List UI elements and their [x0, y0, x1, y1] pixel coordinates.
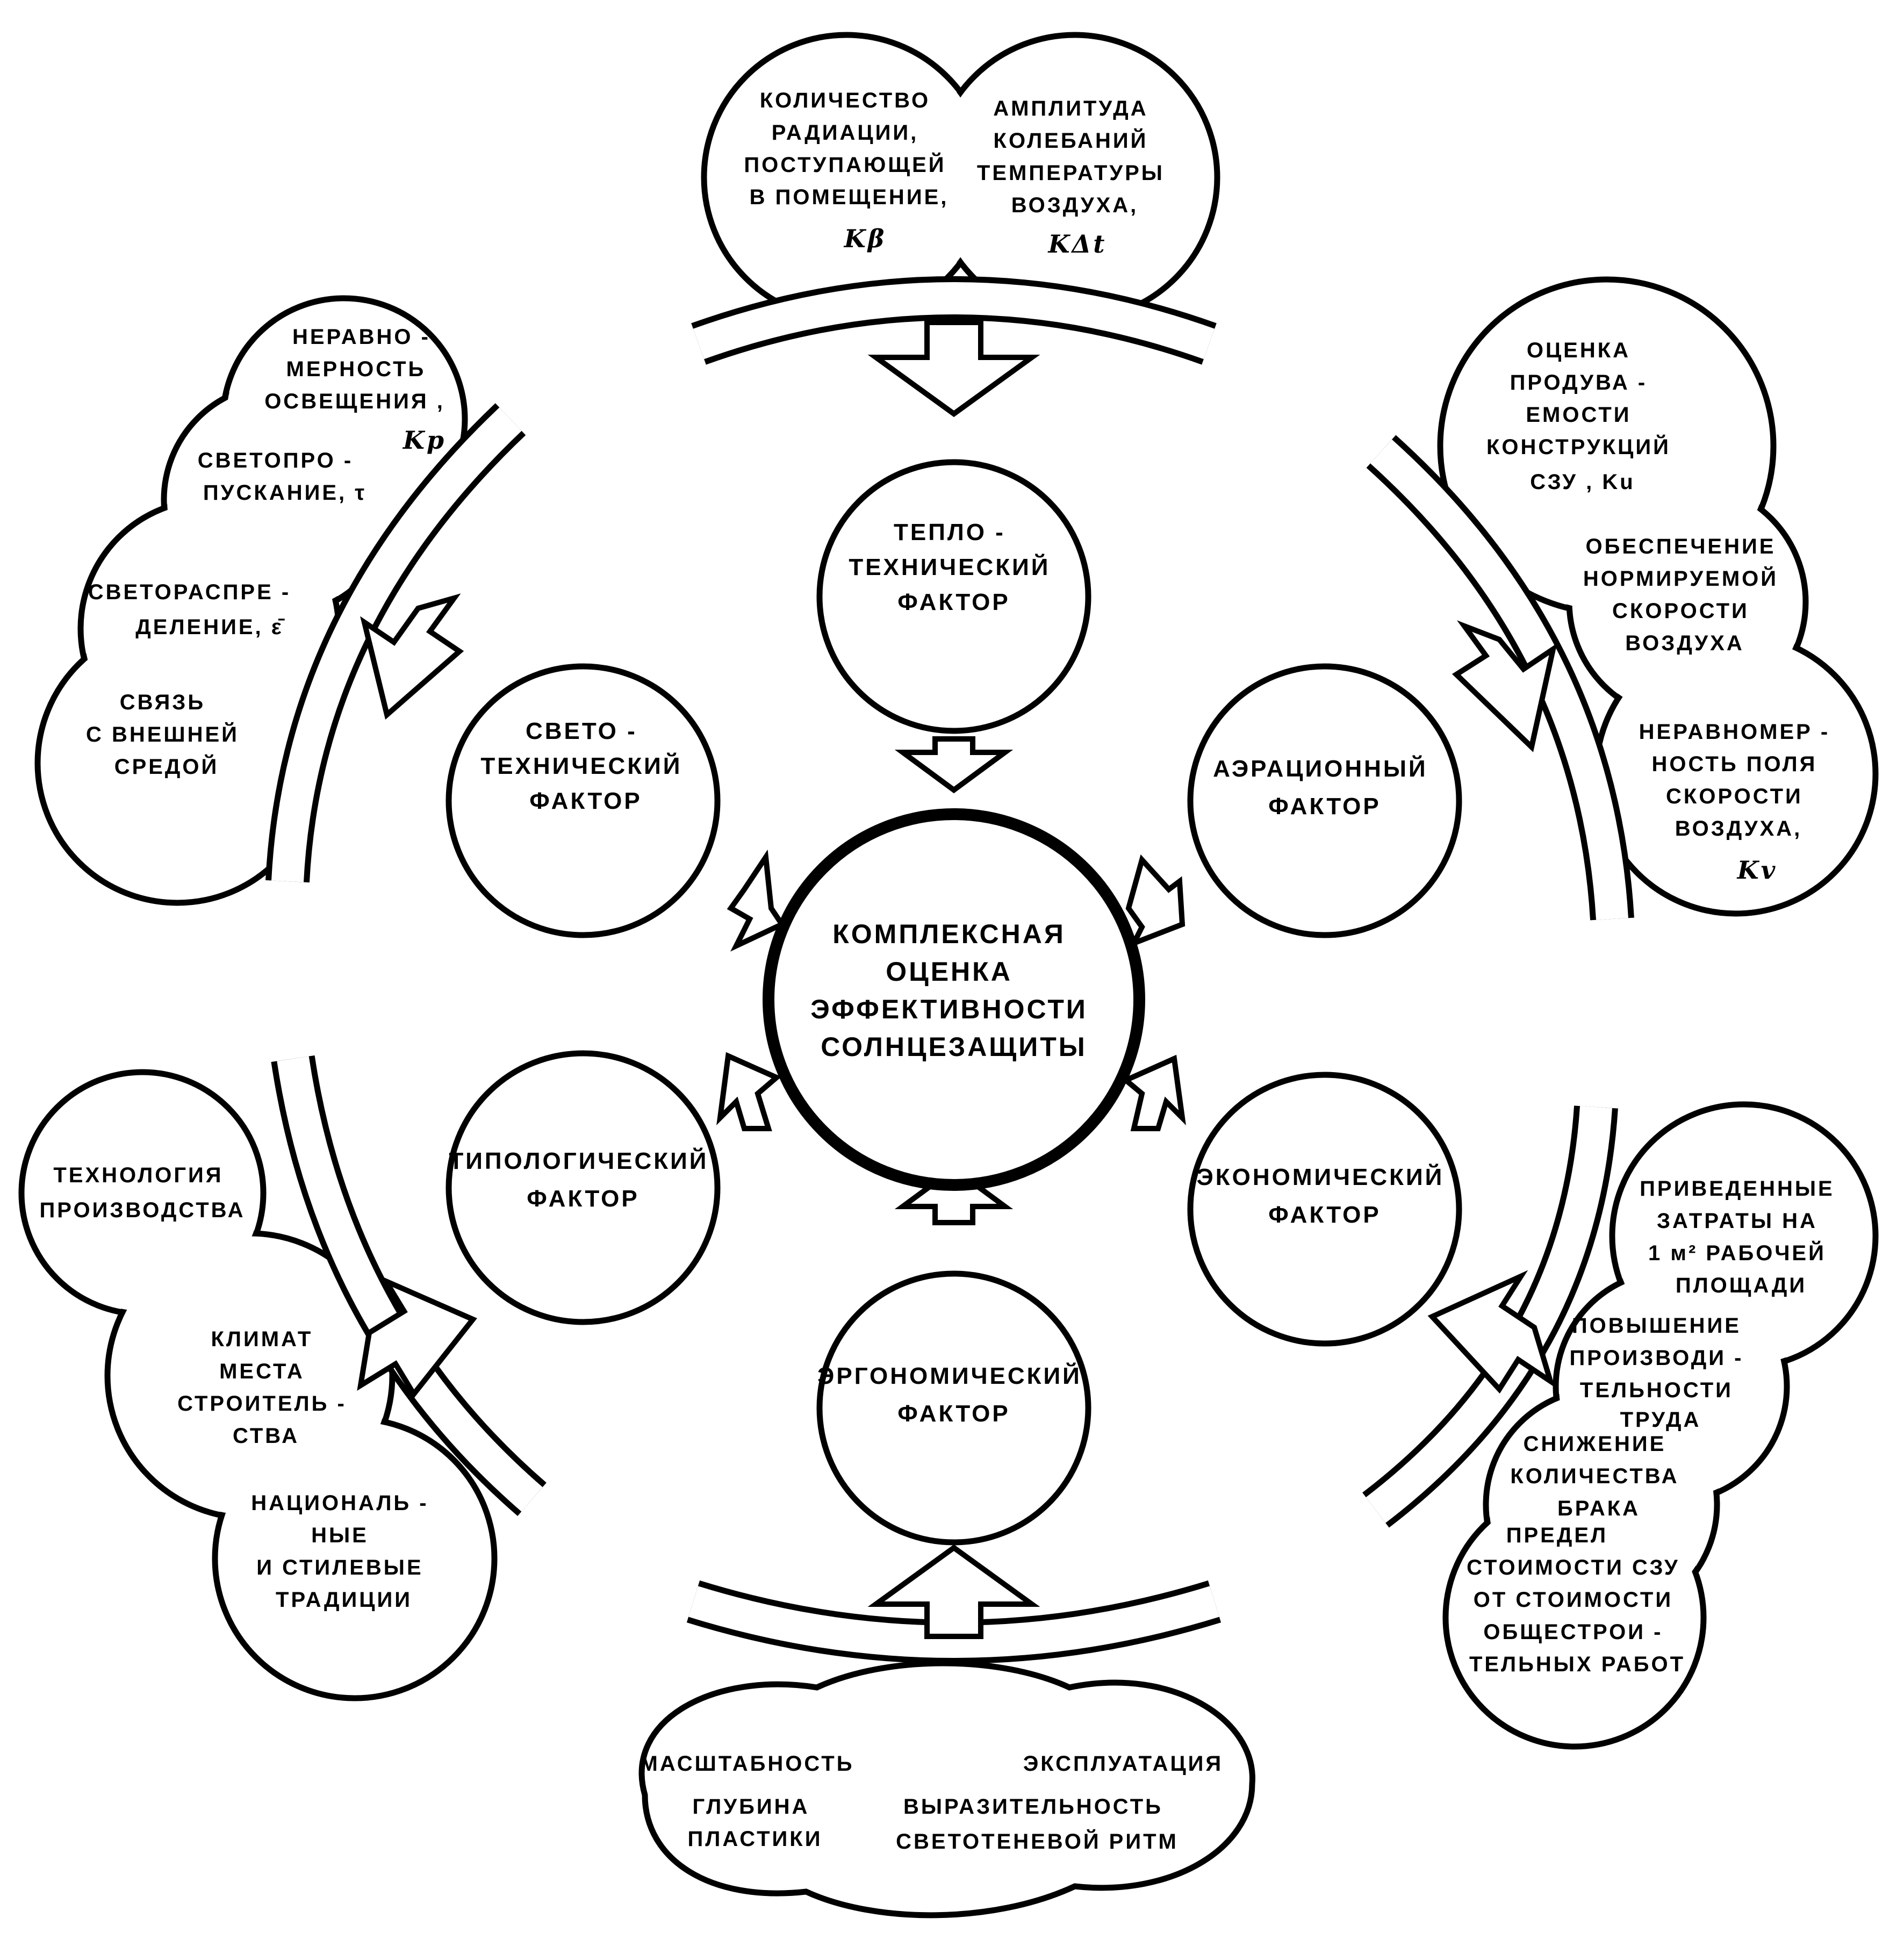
factor-thermal-label: ТЕПЛО - ТЕХНИЧЕСКИЙ ФАКТОР	[849, 519, 1059, 615]
criterion-climate: КЛИМАТ МЕСТА СТРОИТЕЛЬ - СТВА	[177, 1327, 355, 1448]
criterion-unevenness-symbol: Kp	[402, 426, 446, 455]
criterion-radiation: КОЛИЧЕСТВО РАДИАЦИИ, ПОСТУПАЮЩЕЙ В ПОМЕЩ…	[744, 89, 954, 209]
criterion-temperature-symbol: KΔt	[1047, 229, 1107, 258]
band-bottom	[686, 1580, 1222, 1664]
arrow-economic-to-center	[1120, 1054, 1186, 1131]
criterion-depth: ГЛУБИНА ПЛАСТИКИ	[688, 1795, 823, 1851]
arrow-band-to-economic	[1427, 1270, 1555, 1394]
center-circle	[763, 808, 1145, 1191]
criterion-outside-link: СВЯЗЬ С ВНЕШНЕЙ СРЕДОЙ	[86, 691, 247, 779]
criterion-scale: МАСШТАБНОСТЬ	[640, 1752, 854, 1776]
factor-aeration-label: АЭРАЦИОННЫЙ ФАКТОР	[1213, 755, 1436, 820]
arrow-typological-to-center	[716, 1052, 782, 1131]
cluster-ergonomic-blob	[638, 1660, 1255, 1919]
cluster-lighting-blob	[34, 295, 468, 906]
criterion-unevenness: НЕРАВНО - МЕРНОСТЬ ОСВЕЩЕНИЯ ,	[264, 325, 445, 413]
criterion-transmission: СВЕТОПРО - ПУСКАНИЕ, τ	[198, 449, 367, 505]
band-upper-left	[265, 403, 526, 883]
factor-thermal-circle	[816, 459, 1091, 734]
criterion-air-speed: ОБЕСПЕЧЕНИЕ НОРМИРУЕМОЙ СКОРОСТИ ВОЗДУХА	[1583, 535, 1786, 655]
arrow-band-to-aeration	[1452, 620, 1557, 752]
factor-ergonomic-circle	[816, 1270, 1091, 1546]
cluster-thermal-blob	[701, 32, 1220, 323]
criterion-blow-through: ОЦЕНКА ПРОДУВА - ЕМОСТИ КОНСТРУКЦИЙ СЗУ …	[1486, 339, 1679, 494]
cluster-typological-blob	[18, 1069, 498, 1701]
arrow-band-to-lighting	[360, 593, 464, 720]
criterion-cost-limit: ПРЕДЕЛ СТОИМОСТИ СЗУ ОТ СТОИМОСТИ ОБЩЕСТ…	[1467, 1524, 1688, 1676]
cluster-economic-blob	[1442, 1101, 1879, 1750]
factor-lighting-label: СВЕТО - ТЕХНИЧЕСКИЙ ФАКТОР	[480, 718, 691, 814]
factor-economic-label: ЭКОНОМИЧЕСКИЙ ФАКТОР	[1196, 1163, 1453, 1228]
criterion-distribution: СВЕТОРАСПРЕ - ДЕЛЕНИЕ, ε̄	[88, 580, 299, 639]
factor-ergonomic-label: ЭРГОНОМИЧЕСКИЙ ФАКТОР	[817, 1362, 1090, 1427]
criterion-field-unevenness: НЕРАВНОМЕР - НОСТЬ ПОЛЯ СКОРОСТИ ВОЗДУХА…	[1639, 720, 1838, 840]
criterion-technology: ТЕХНОЛОГИЯ ПРОИЗВОДСТВА	[40, 1163, 246, 1222]
arrow-band-to-thermal	[867, 320, 1040, 418]
arrow-lighting-to-center	[727, 849, 786, 952]
cluster-aeration-blob	[1437, 276, 1879, 917]
center-label: КОМПЛЕКСНАЯ ОЦЕНКА ЭФФЕКТИВНОСТИ СОЛНЦЕЗ…	[810, 919, 1097, 1062]
arrow-band-to-ergonomic	[867, 1544, 1040, 1639]
criterion-defects: СНИЖЕНИЕ КОЛИЧЕСТВА БРАКА	[1510, 1432, 1687, 1520]
factor-typological-label: ТИПОЛОГИЧЕСКИЙ ФАКТОР	[449, 1147, 717, 1212]
criterion-radiation-symbol: Kβ	[843, 224, 887, 253]
band-top	[691, 276, 1217, 365]
arrow-band-to-typological	[357, 1275, 477, 1399]
factor-aeration-circle	[1187, 663, 1462, 938]
criterion-traditions: НАЦИОНАЛЬ - НЫЕ И СТИЛЕВЫЕ ТРАДИЦИИ	[251, 1491, 437, 1612]
criterion-costs: ПРИВЕДЕННЫЕ ЗАТРАТЫ НА 1 м² РАБОЧЕЙ ПЛОЩ…	[1640, 1177, 1843, 1297]
arrow-thermal-to-center	[894, 736, 1014, 794]
band-lower-left	[271, 1055, 547, 1517]
factor-lighting-circle	[446, 663, 721, 938]
criterion-expressiveness: ВЫРАЗИТЕЛЬНОСТЬ СВЕТОТЕНЕВОЙ РИТМ	[896, 1795, 1179, 1854]
criterion-productivity: ПОВЫШЕНИЕ ПРОИЗВОДИ - ТЕЛЬНОСТИ ТРУДА	[1569, 1314, 1751, 1432]
factor-economic-circle	[1187, 1072, 1462, 1347]
factor-typological-circle	[446, 1050, 721, 1325]
criterion-operation: ЭКСПЛУАТАЦИЯ	[1023, 1752, 1223, 1776]
criterion-field-unevenness-symbol: Kv	[1736, 856, 1778, 885]
criterion-temperature: АМПЛИТУДА КОЛЕБАНИЙ ТЕМПЕРАТУРЫ ВОЗДУХА,	[977, 97, 1173, 217]
arrow-aeration-to-center	[1125, 854, 1185, 949]
